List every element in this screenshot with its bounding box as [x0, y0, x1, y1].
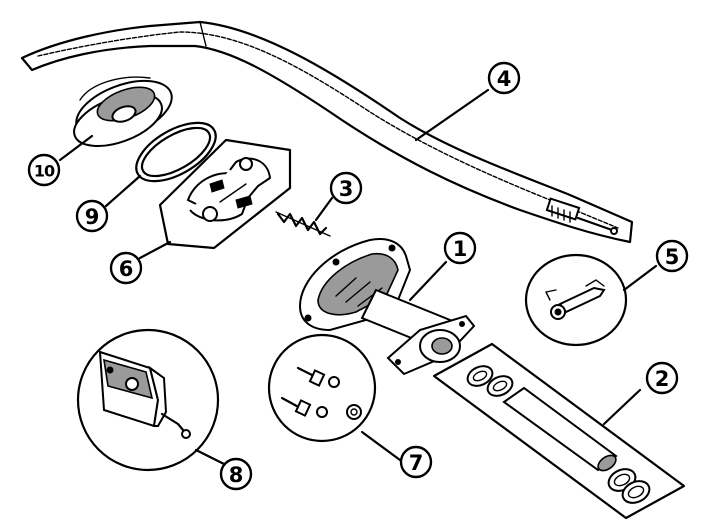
nut: [346, 404, 362, 420]
callout-2-label: 2: [655, 367, 670, 391]
leader-line-6: [138, 240, 172, 260]
drive-shaft-tube: [502, 386, 618, 472]
callout-10-label: 10: [34, 162, 55, 181]
bushing-pair-front: [466, 365, 514, 397]
leader-lines: [58, 88, 658, 466]
drive-tube-housing: [298, 238, 476, 376]
leader-line-10: [58, 134, 94, 162]
leader-line-5: [622, 264, 658, 292]
throttle-cable: [20, 20, 634, 244]
callout-3-label: 3: [339, 177, 354, 201]
lever-part-group: [524, 253, 628, 347]
lever-part: [545, 279, 606, 320]
bracket-group: [76, 328, 220, 472]
leader-line-7: [360, 430, 402, 462]
callout-1-label: 1: [453, 237, 468, 261]
clutch-ring: [135, 121, 217, 183]
spring: [275, 211, 331, 237]
callout-4-label: 4: [497, 67, 512, 91]
callout-3: 3: [329, 171, 363, 205]
callout-6: 6: [109, 251, 143, 285]
mounting-bracket: [98, 350, 191, 439]
clutch-drum: [73, 76, 173, 147]
leader-line-8: [194, 448, 226, 466]
clutch-shoe-group: [158, 138, 292, 250]
callout-9-label: 9: [85, 205, 100, 229]
callout-6-label: 6: [119, 257, 134, 281]
clutch-shoe-assembly: [186, 157, 272, 222]
callout-1: 1: [443, 231, 477, 265]
bolt-upper: [296, 366, 340, 388]
leader-line-1: [408, 260, 448, 302]
callout-4: 4: [487, 61, 521, 95]
callout-7: 7: [399, 445, 433, 479]
callout-5: 5: [655, 239, 689, 273]
callout-10: 10: [27, 153, 61, 187]
callout-8-label: 8: [229, 463, 244, 487]
shaft-bushing-group: [432, 342, 686, 520]
callout-9: 9: [75, 199, 109, 233]
callout-5-label: 5: [665, 245, 680, 269]
callout-2: 2: [645, 361, 679, 395]
bushing-pair-rear: [607, 468, 651, 504]
leader-line-2: [602, 388, 642, 426]
callout-7-label: 7: [409, 451, 424, 475]
leader-line-3: [314, 196, 334, 222]
bolt-lower: [280, 396, 328, 418]
callout-8: 8: [219, 457, 253, 491]
leader-line-9: [104, 174, 142, 208]
fastener-group: [267, 333, 377, 443]
leader-line-4: [414, 88, 490, 142]
